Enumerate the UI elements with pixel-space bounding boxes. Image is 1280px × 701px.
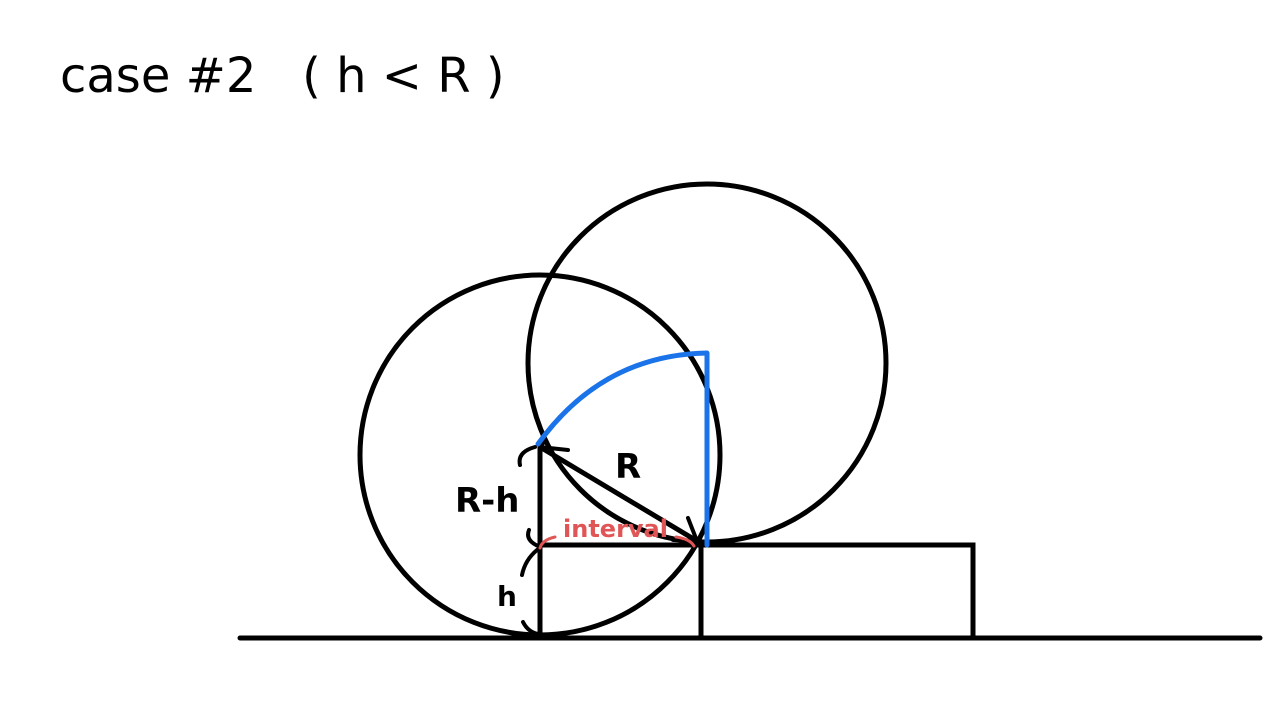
radius-arrowhead-center xyxy=(538,439,570,452)
brace-r-minus-h xyxy=(517,445,540,548)
interval-bracket xyxy=(538,535,696,550)
label-r-minus-h: R-h xyxy=(455,481,520,521)
label-height: h xyxy=(497,580,517,613)
radius-line xyxy=(537,444,700,544)
brace-h xyxy=(520,548,540,636)
label-radius: R xyxy=(615,447,641,487)
diagram-title: case #2 ( h < R ) xyxy=(60,48,505,104)
obstacle-box xyxy=(698,542,976,641)
rotation-arc xyxy=(535,350,710,548)
label-interval: interval xyxy=(563,515,668,543)
radius-arrowhead-corner xyxy=(671,516,699,543)
